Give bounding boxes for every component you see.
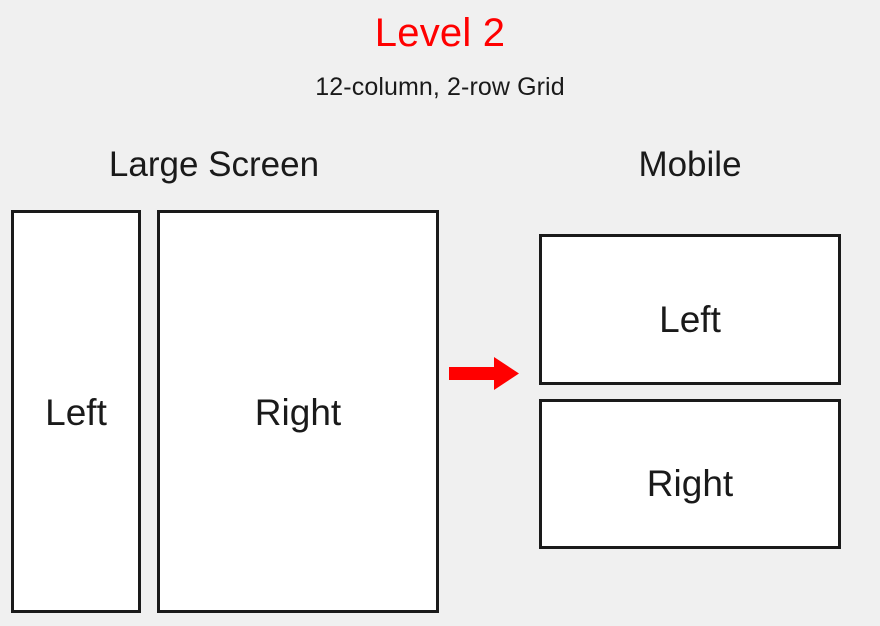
mobile-right-row-box: Right	[539, 399, 841, 549]
mobile-right-row-label: Right	[646, 463, 734, 504]
page-subtitle: 12-column, 2-row Grid	[315, 73, 565, 101]
large-screen-right-column-label: Right	[254, 391, 342, 433]
page-title: Level 2	[374, 11, 506, 55]
large-screen-right-column-box: Right	[157, 210, 439, 613]
right-arrow-icon	[449, 357, 519, 390]
section-heading-mobile: Mobile	[638, 145, 742, 184]
mobile-left-row-label: Left	[659, 298, 721, 340]
large-screen-left-column-box: Left	[11, 210, 141, 613]
large-screen-left-column-label: Left	[45, 391, 107, 433]
mobile-left-row-box: Left	[539, 234, 841, 385]
section-heading-large-screen: Large Screen	[108, 145, 320, 184]
